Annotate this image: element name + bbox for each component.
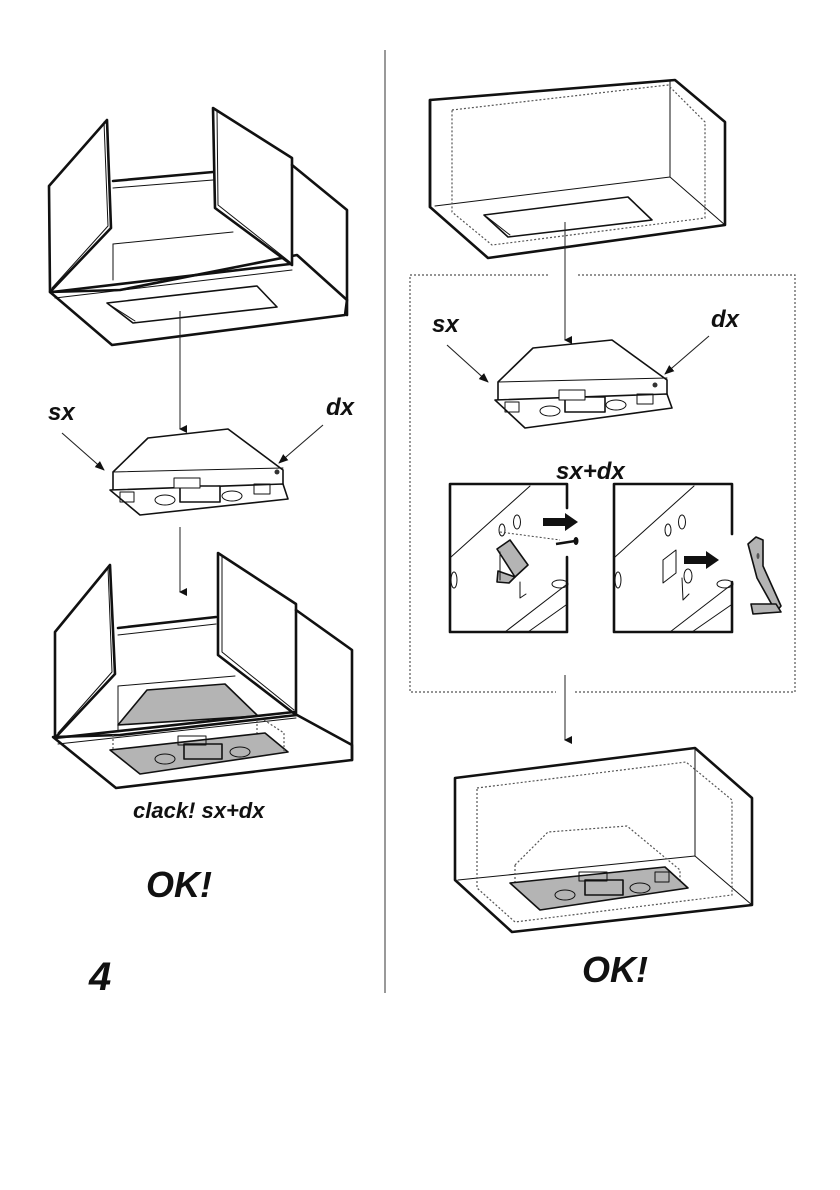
label-dx-right: dx	[711, 308, 739, 332]
result-ok-right: OK!	[582, 952, 648, 988]
label-sx-right: sx	[432, 313, 459, 337]
result-ok-left: OK!	[146, 867, 212, 903]
arrow-dx-left	[279, 425, 323, 463]
arrow-dx-right	[665, 336, 709, 374]
hood-housing-assembled-right	[455, 748, 752, 932]
hood-housing-top-right	[430, 80, 725, 258]
hood-housing-top-left	[49, 108, 347, 345]
step-number: 4	[89, 957, 111, 997]
caption-sx-dx-detail: sx+dx	[556, 460, 625, 484]
detail-remove-clip	[614, 484, 781, 632]
arrow-right-bold-1	[543, 513, 578, 531]
arrow-sx-right	[447, 345, 488, 382]
label-dx-left: dx	[326, 396, 354, 420]
hood-housing-assembled-left	[53, 553, 352, 788]
detail-remove-screw	[450, 484, 579, 632]
label-sx-left: sx	[48, 401, 75, 425]
arrow-right-bold-2	[684, 551, 719, 569]
arrow-sx-left	[62, 433, 104, 470]
light-module-right	[495, 340, 672, 428]
caption-clack: clack! sx+dx	[133, 800, 264, 822]
light-module-left	[110, 429, 288, 515]
